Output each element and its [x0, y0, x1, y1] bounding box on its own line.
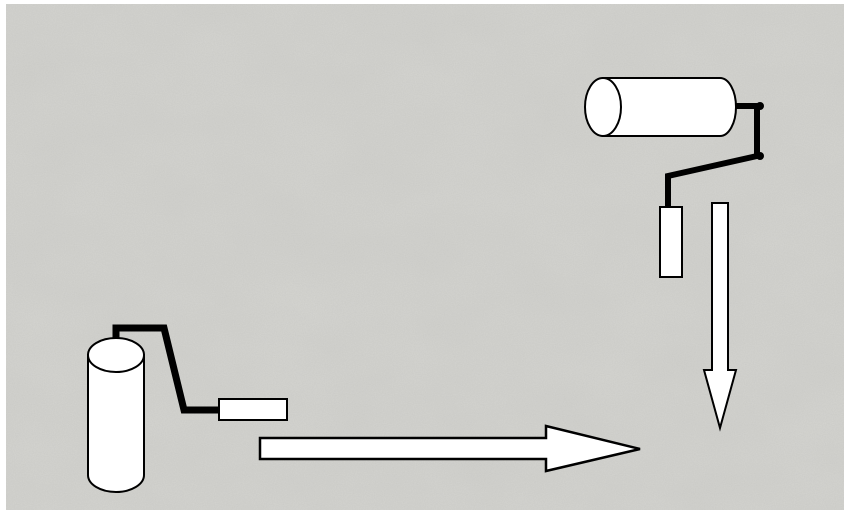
roller-cylinder-top	[88, 338, 144, 372]
frame-joint	[756, 102, 764, 110]
roller-cylinder	[88, 355, 144, 492]
roller-cylinder-end	[585, 78, 621, 136]
roller-cylinder	[603, 78, 736, 136]
frame-joint	[756, 152, 764, 160]
roller-handle	[219, 399, 287, 420]
roller-handle	[660, 207, 682, 277]
